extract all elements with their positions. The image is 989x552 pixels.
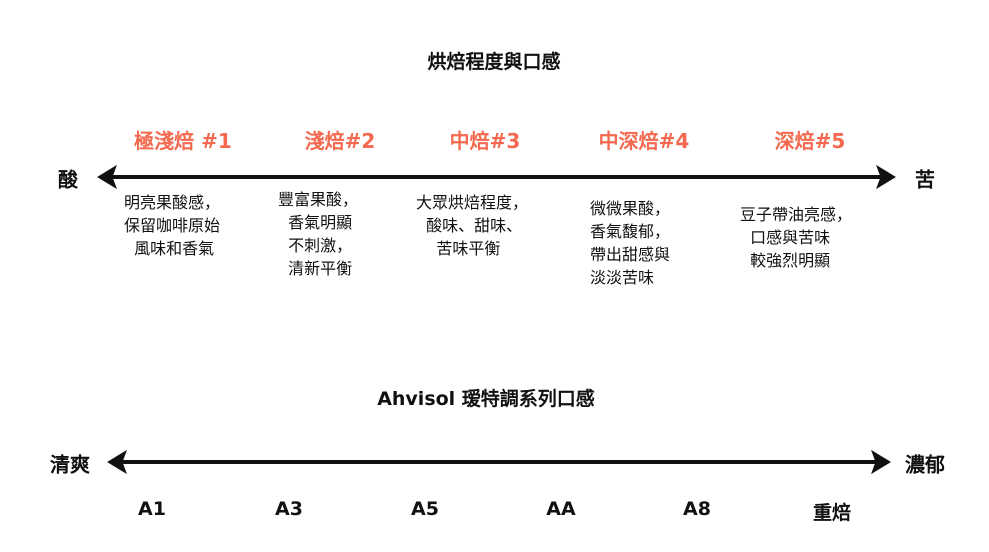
series-item-a8: A8 — [683, 498, 711, 520]
desc-line: 香氣馥郁， — [590, 222, 671, 241]
roast-arrow — [97, 164, 896, 190]
series-item-heavy-roast: 重焙 — [812, 502, 852, 524]
desc-line: 清新平衡 — [278, 259, 353, 278]
roast-level-5-label: 深焙#5 — [774, 129, 846, 153]
bitter-label: 苦 — [915, 167, 935, 192]
desc-line: 不刺激， — [278, 236, 353, 255]
desc-line: 豐富果酸， — [278, 190, 359, 209]
desc-line: 酸味、甜味、 — [416, 216, 523, 235]
desc-line: 微微果酸， — [590, 199, 671, 218]
roast-level-2-label: 淺焙#2 — [304, 129, 376, 153]
roast-level-4-desc: 微微果酸， 香氣馥郁， 帶出甜感與淡淡苦味 — [590, 197, 670, 289]
rich-label: 濃郁 — [905, 452, 945, 477]
series-arrow — [107, 449, 891, 475]
roast-level-5-desc: 豆子帶油亮感， 口感與苦味 較強烈明顯 — [740, 203, 852, 272]
roast-level-3-desc: 大眾烘焙程度， 酸味、甜味、 苦味平衡 — [416, 191, 528, 260]
roast-level-3-label: 中焙#3 — [449, 129, 521, 153]
desc-line: 較強烈明顯 — [740, 251, 831, 270]
desc-line: 保留咖啡原始 — [124, 216, 221, 235]
roast-title: 烘焙程度與口感 — [427, 51, 561, 73]
series-item-a1: A1 — [138, 498, 166, 520]
desc-line: 明亮果酸感， — [124, 193, 221, 212]
desc-line: 口感與苦味 — [740, 228, 831, 247]
roast-level-1-label: 極淺焙 #1 — [134, 129, 232, 153]
desc-line: 淡淡苦味 — [590, 268, 655, 287]
desc-line: 香氣明顯 — [278, 213, 353, 232]
series-title: Ahvisol 瑷特調系列口感 — [377, 388, 595, 410]
sour-label: 酸 — [58, 167, 78, 192]
series-item-a5: A5 — [411, 498, 439, 520]
light-label: 清爽 — [50, 452, 90, 477]
roast-level-2-desc: 豐富果酸， 香氣明顯 不刺激， 清新平衡 — [278, 188, 358, 280]
desc-line: 風味和香氣 — [124, 239, 215, 258]
desc-line: 大眾烘焙程度， — [416, 193, 529, 212]
roast-level-1-desc: 明亮果酸感， 保留咖啡原始 風味和香氣 — [124, 191, 220, 260]
series-item-aa: AA — [546, 498, 576, 520]
series-item-a3: A3 — [275, 498, 303, 520]
roast-level-4-label: 中深焙#4 — [598, 129, 690, 153]
desc-line: 苦味平衡 — [416, 239, 501, 258]
desc-line: 帶出甜感與 — [590, 245, 671, 264]
desc-line: 豆子帶油亮感， — [740, 205, 853, 224]
